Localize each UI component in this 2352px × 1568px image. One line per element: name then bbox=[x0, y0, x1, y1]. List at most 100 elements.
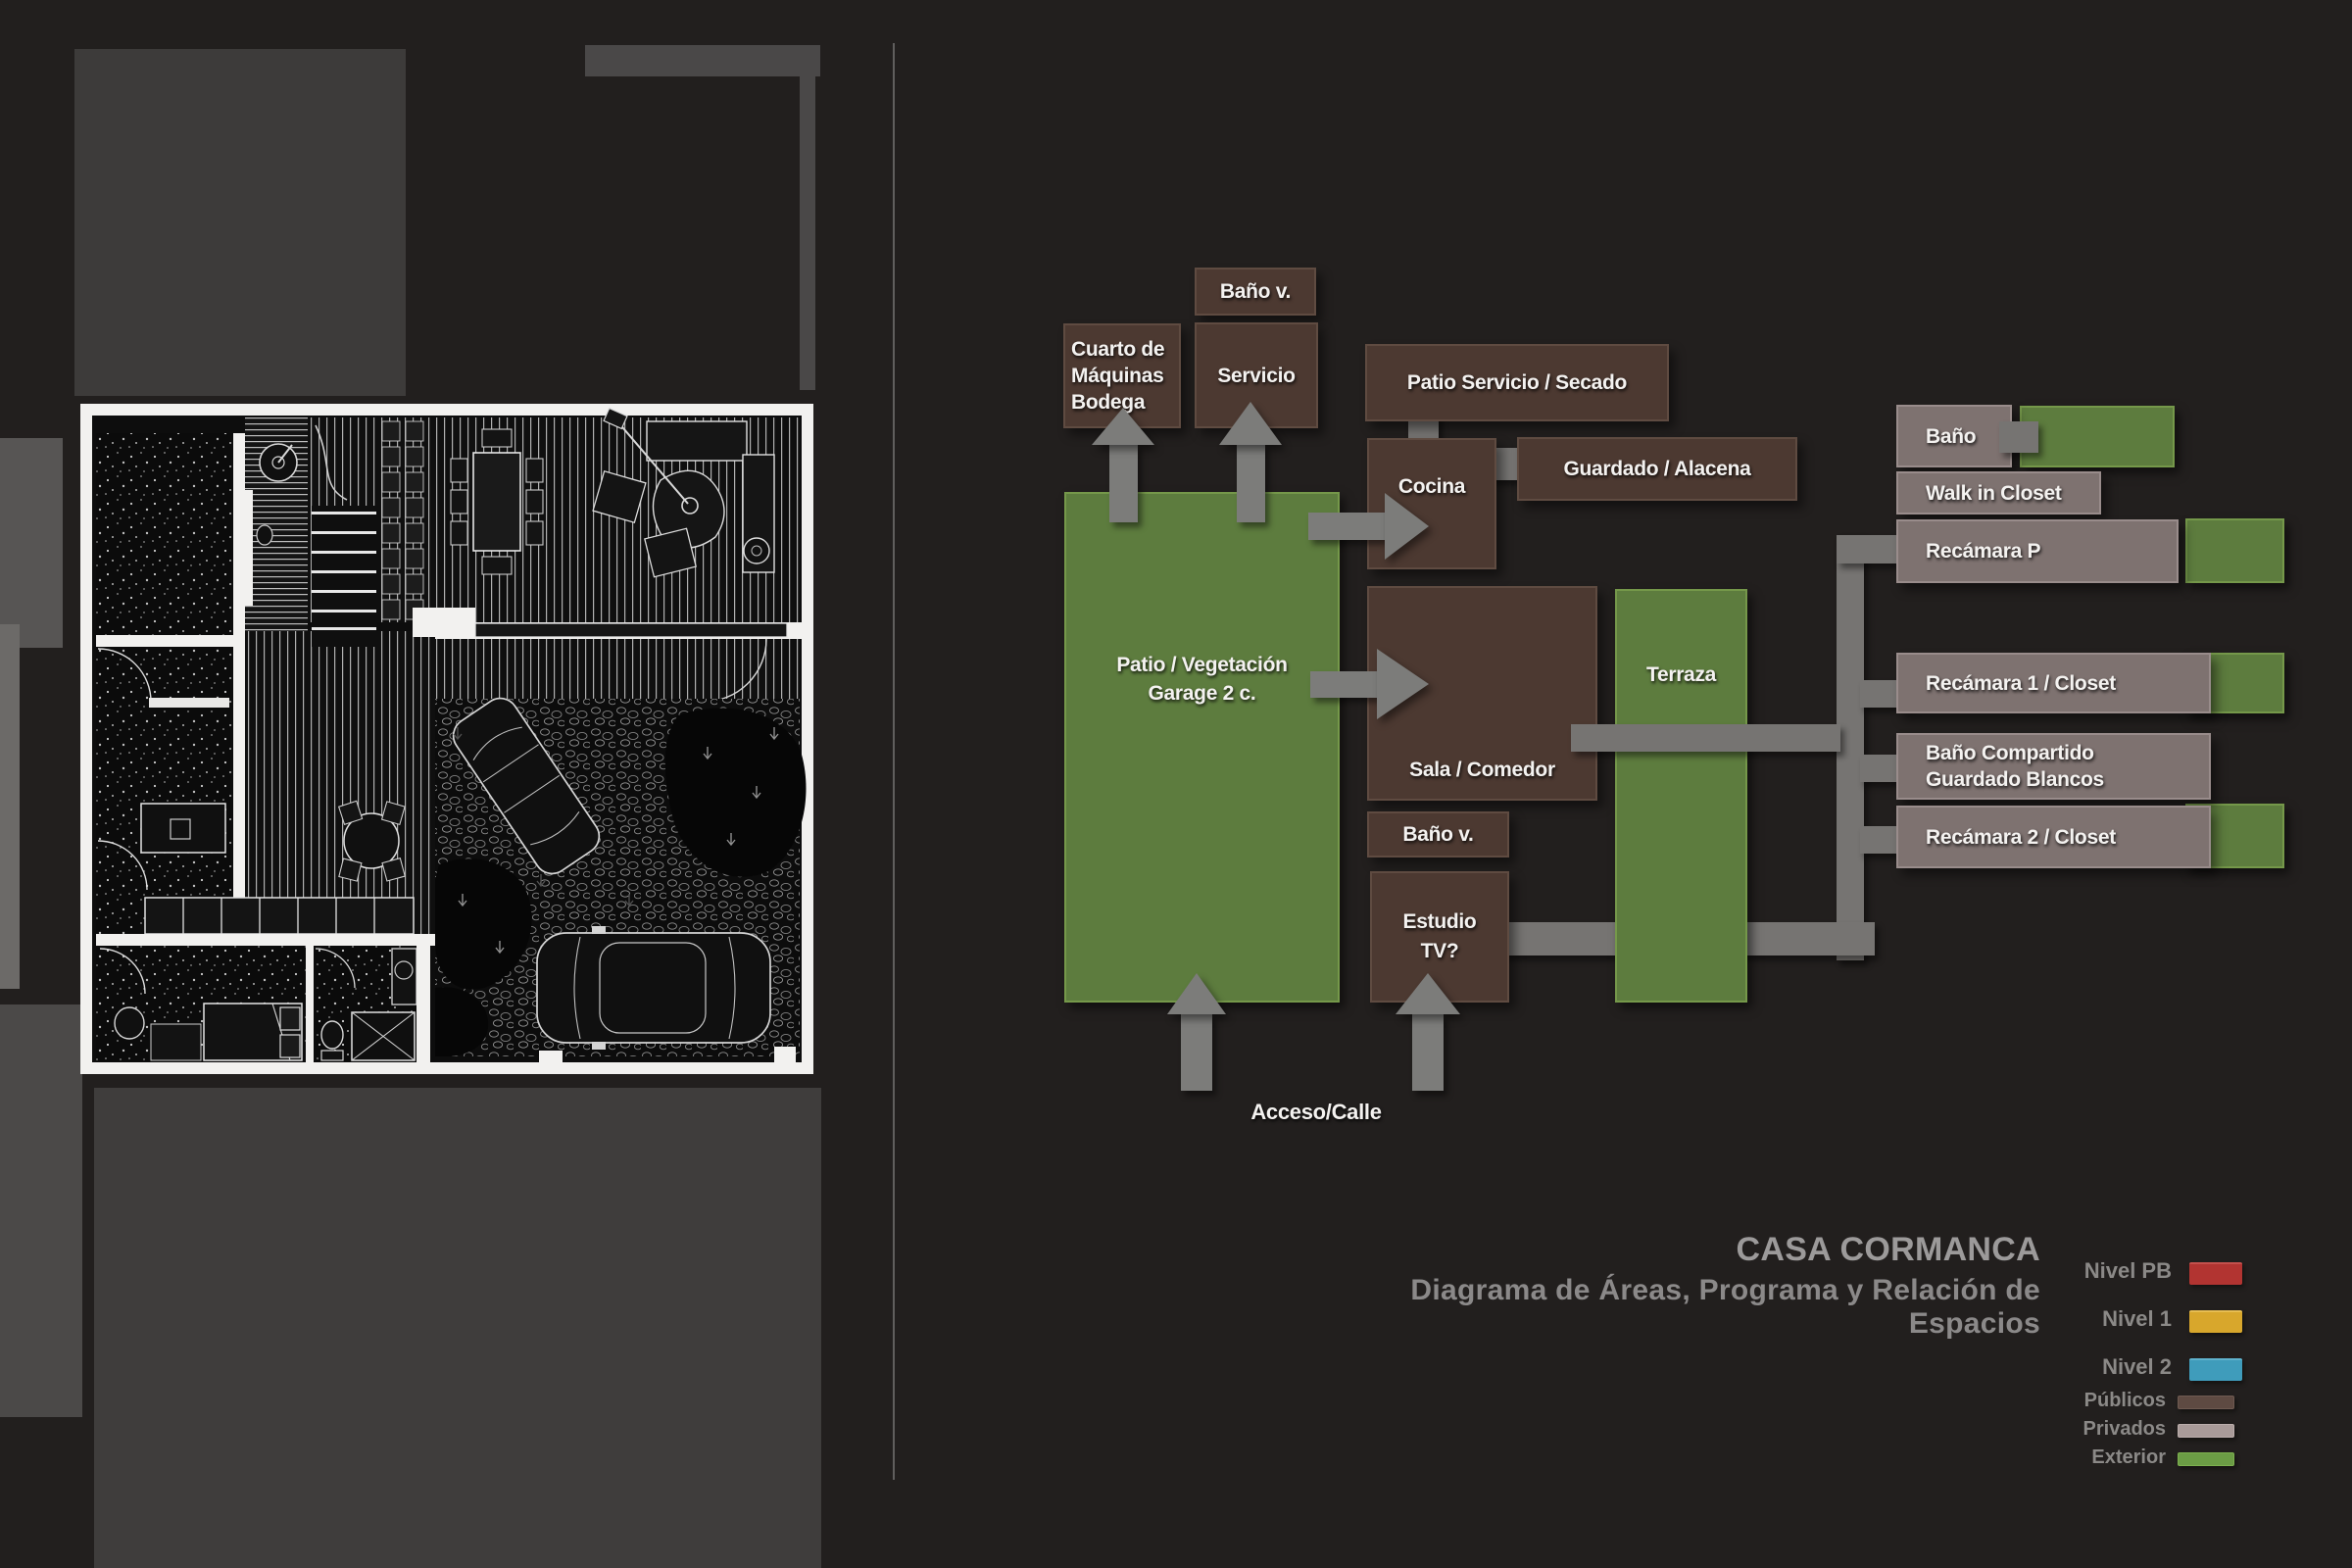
block-recamara-1: Recámara 1 / Closet bbox=[1896, 653, 2211, 713]
block-guardado-alacena: Guardado / Alacena bbox=[1517, 437, 1797, 501]
side-table bbox=[743, 537, 770, 564]
block-label: Recámara 1 / Closet bbox=[1926, 671, 2116, 695]
bed bbox=[203, 1003, 303, 1061]
lounge-chair bbox=[652, 469, 725, 549]
vegetation-blob-right bbox=[664, 708, 807, 877]
arrow-patio-to-cocina bbox=[1308, 513, 1385, 540]
breakfast-table bbox=[337, 800, 406, 882]
block-label: Baño v. bbox=[1219, 280, 1292, 303]
stairs bbox=[312, 424, 376, 647]
block-bano-v-servicio: Baño v. bbox=[1195, 268, 1316, 316]
bg-edge-strip-2 bbox=[0, 624, 20, 989]
block-patio-servicio: Patio Servicio / Secado bbox=[1365, 344, 1669, 421]
category-legend-label-exterior: Exterior bbox=[2091, 1446, 2166, 1468]
block-patio-vegetacion: Patio / Vegetación Garage 2 c. bbox=[1064, 492, 1340, 1003]
bano-exterior-patch bbox=[2020, 406, 2175, 467]
bg-panel-bottom bbox=[94, 1088, 821, 1568]
block-label: Recámara P bbox=[1926, 540, 2041, 563]
arrow-patio-to-sala-head bbox=[1377, 649, 1429, 719]
arrow-acceso-to-patio bbox=[1181, 1014, 1212, 1091]
kitchen-island bbox=[140, 803, 226, 854]
level-legend-swatch-pb bbox=[2189, 1262, 2242, 1285]
block-walk-in-closet: Walk in Closet bbox=[1896, 471, 2101, 514]
floor-plan bbox=[80, 404, 813, 1074]
block-label: Sala / Comedor bbox=[1409, 759, 1555, 781]
category-legend-swatch-publicos bbox=[2178, 1396, 2234, 1409]
category-legend-swatch-exterior bbox=[2178, 1452, 2234, 1466]
arrow-acceso-to-patio-head bbox=[1167, 973, 1226, 1014]
entry-strip bbox=[245, 417, 308, 631]
block-label: Patio / Vegetación Garage 2 c. bbox=[1116, 654, 1288, 705]
column-marker bbox=[774, 1047, 796, 1066]
vegetation-blob-bottom-left bbox=[435, 987, 489, 1056]
connector-trunk bbox=[1837, 535, 1864, 960]
project-title: CASA CORMANCA bbox=[1736, 1231, 2040, 1268]
shower bbox=[351, 1011, 416, 1061]
side-table-detail bbox=[751, 545, 762, 557]
block-label: Baño Compartido Guardado Blancos bbox=[1926, 742, 2104, 791]
block-label: Walk in Closet bbox=[1926, 481, 2062, 505]
level-legend-swatch-1 bbox=[2189, 1310, 2242, 1333]
column-marker bbox=[539, 1051, 563, 1066]
bg-panel-top-strip bbox=[800, 59, 815, 390]
category-legend-swatch-privados bbox=[2178, 1424, 2234, 1438]
wall bbox=[96, 934, 435, 946]
block-label: Estudio TV? bbox=[1402, 910, 1477, 962]
category-legend-label-publicos: Públicos bbox=[2083, 1390, 2166, 1411]
hall-deck-floor bbox=[245, 631, 435, 934]
block-label: Guardado / Alacena bbox=[1563, 458, 1751, 480]
block-bano-compartido: Baño Compartido Guardado Blancos bbox=[1896, 733, 2211, 800]
bedroom bbox=[96, 946, 306, 1062]
vegetation-blob-left bbox=[435, 858, 532, 990]
arrow-patio-to-cocina-head bbox=[1385, 493, 1429, 560]
floor-lamp bbox=[603, 407, 689, 505]
planting-arrows bbox=[458, 727, 779, 955]
car bbox=[452, 697, 601, 875]
block-label: Baño v. bbox=[1402, 823, 1474, 846]
arrow-patio-to-servicio-head bbox=[1219, 402, 1282, 445]
bg-panel-top-left bbox=[74, 49, 406, 396]
level-legend-label-2: Nivel 2 bbox=[2102, 1354, 2172, 1379]
sink bbox=[394, 960, 414, 980]
level-legend-label-1: Nivel 1 bbox=[2102, 1306, 2172, 1331]
car bbox=[536, 926, 771, 1050]
category-legend-label-privados: Privados bbox=[2082, 1418, 2166, 1440]
arrow-patio-to-sala bbox=[1310, 671, 1377, 698]
ottoman bbox=[592, 469, 697, 578]
block-terraza: Terraza bbox=[1615, 589, 1747, 1003]
wall bbox=[233, 433, 245, 934]
kitchen-counter bbox=[144, 897, 415, 935]
arrow-patio-to-servicio bbox=[1237, 444, 1265, 522]
bg-edge-strip-3 bbox=[0, 1004, 82, 1417]
connector-sala-trunk bbox=[1571, 724, 1840, 752]
project-subtitle: Diagrama de Áreas, Programa y Relación d… bbox=[1410, 1274, 2040, 1340]
block-label: Cuarto de Máquinas Bodega bbox=[1071, 338, 1165, 414]
court-arrows bbox=[453, 727, 634, 907]
block-label: Cocina bbox=[1397, 474, 1466, 498]
block-label: Patio Servicio / Secado bbox=[1406, 371, 1628, 394]
block-label: Terraza bbox=[1645, 663, 1717, 686]
bg-edge-strip-1 bbox=[0, 438, 63, 648]
south-deck-walkway bbox=[435, 639, 800, 699]
arrow-patio-to-cuarto-head bbox=[1092, 408, 1154, 445]
block-recamara-p: Recámara P bbox=[1896, 519, 2179, 583]
recamara-p-exterior-patch bbox=[2185, 518, 2284, 583]
block-recamara-2: Recámara 2 / Closet bbox=[1896, 806, 2211, 868]
level-legend-swatch-2 bbox=[2189, 1358, 2242, 1381]
speckled-patio-floor bbox=[96, 433, 233, 934]
wall bbox=[306, 946, 314, 1062]
level-legend-label-pb: Nivel PB bbox=[2083, 1258, 2172, 1283]
wall bbox=[416, 946, 430, 1062]
cobblestone-court bbox=[435, 697, 807, 1066]
bathroom bbox=[314, 946, 417, 1062]
arrow-patio-to-cuarto bbox=[1109, 444, 1138, 522]
dining-table bbox=[450, 428, 544, 575]
arrow-acceso-to-estudio-head bbox=[1396, 973, 1460, 1014]
bg-panel-top-bar bbox=[585, 45, 820, 76]
block-bano-v-estudio: Baño v. bbox=[1367, 811, 1509, 858]
bg-vertical-hairline bbox=[893, 43, 895, 1480]
block-label: Servicio bbox=[1217, 364, 1296, 387]
connector-bano-exterior bbox=[1999, 421, 2038, 453]
block-label: Baño bbox=[1926, 424, 1977, 448]
